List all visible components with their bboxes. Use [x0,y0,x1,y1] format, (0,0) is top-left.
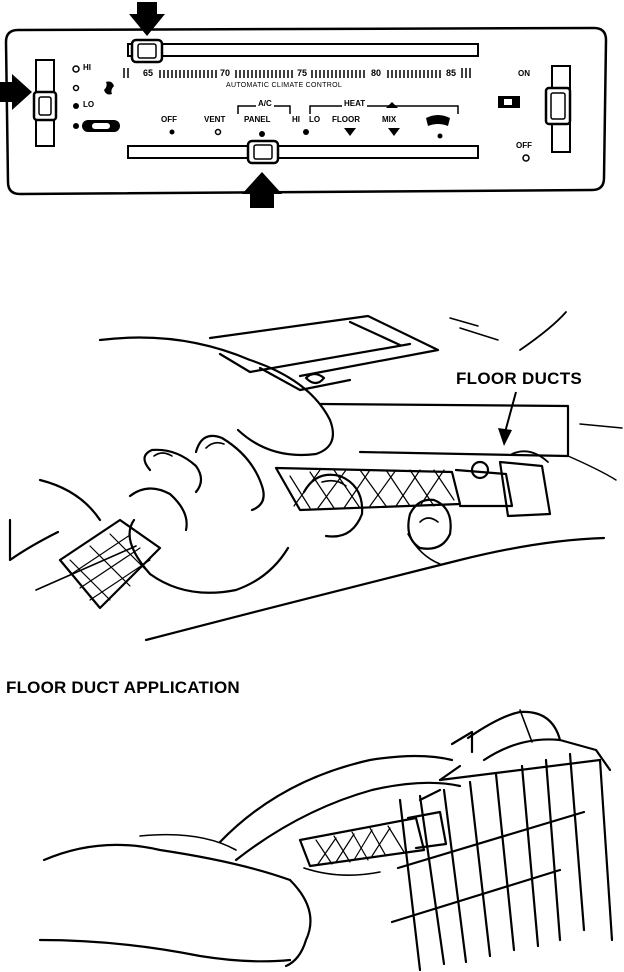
mode-marker-hi [303,129,309,135]
indicator-dot [72,65,80,73]
mode-marker-mix [388,128,400,136]
fan-icon [104,81,114,95]
hand-with-hose-illustration [8,311,623,642]
scale-mark-75: 75 [297,68,308,78]
scale-mark-70: 70 [220,68,231,78]
mode-marker-floor [344,128,356,136]
leader-arrow [503,391,517,437]
scale-mark-85: 85 [446,68,457,78]
power-on-label: ON [518,69,530,78]
mode-marker-vent [214,128,222,136]
mode-label-mix: MIX [382,115,397,124]
blower-lo-label: LO [83,100,95,109]
indicator-dot [73,123,79,129]
floor-ducts-callout: FLOOR DUCTS [456,369,583,388]
scale-mark-80: 80 [371,68,382,78]
mode-slider-knob [246,139,280,165]
arrow-up-icon [242,172,282,208]
mode-marker-defrost [437,133,443,139]
mix-pointer [386,102,398,108]
panel-subtitle: AUTOMATIC CLIMATE CONTROL [226,82,343,89]
indicator-dot [72,84,80,92]
ac-label: A/C [256,99,274,108]
arrow-down-icon [129,2,165,36]
mode-label-lo: LO [309,115,321,124]
blower-slider-knob [32,90,58,122]
power-off-label: OFF [516,141,532,150]
mode-label-hi: HI [292,115,300,124]
hand-under-seat-illustration [38,709,614,972]
temperature-slider-knob [130,38,164,64]
mode-label-floor: FLOOR [332,115,360,124]
mode-marker-off [169,129,175,135]
temperature-scale-ticks [123,68,471,78]
defrost-icon [426,115,450,126]
off-marker [522,154,530,162]
heat-label: HEAT [342,99,368,108]
indicator-dot [73,103,79,109]
scale-mark-65: 65 [143,68,154,78]
mode-marker-panel [259,131,265,137]
control-panel-outline [4,26,608,196]
arrow-right-icon [0,74,32,110]
power-switch-knob [544,86,572,126]
temperature-slider-track [127,43,479,57]
blower-hi-label: HI [83,63,91,72]
mode-label-off: OFF [161,115,177,124]
mode-label-vent: VENT [204,115,226,124]
heat-bracket [309,105,459,114]
figure-caption: FLOOR DUCT APPLICATION [6,678,240,697]
mode-label-panel: PANEL [244,115,271,124]
mode-slider-track [127,145,479,159]
